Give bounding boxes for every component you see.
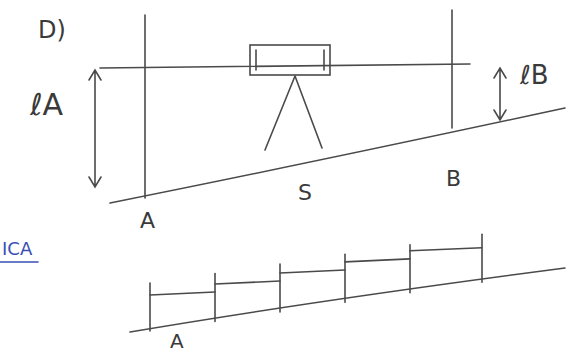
level-telescope	[250, 45, 330, 75]
sight-segment	[215, 281, 280, 284]
point-label: B	[446, 168, 461, 190]
level-detail	[255, 50, 257, 70]
level-detail	[323, 50, 325, 70]
heading-fragment: ICA	[2, 240, 32, 258]
underline	[0, 261, 38, 263]
staff-b	[451, 10, 453, 128]
staff	[214, 273, 216, 321]
point-label: A	[140, 210, 155, 232]
station-label: S	[298, 182, 312, 204]
sight-segment	[345, 259, 410, 262]
staff-a	[144, 15, 146, 198]
dimension-label: ℓA	[30, 90, 63, 120]
staff	[409, 245, 411, 293]
figure-letter: D)	[38, 18, 66, 42]
staff-series	[150, 234, 482, 331]
staff	[149, 283, 151, 331]
point-label: A	[170, 331, 184, 351]
sight-segment	[150, 292, 215, 295]
staff	[481, 234, 483, 282]
dimension-lb	[494, 68, 506, 120]
sight-segment	[410, 248, 482, 251]
ground-line	[110, 108, 565, 203]
sight-segment	[280, 270, 345, 273]
staff	[279, 264, 281, 312]
line-of-sight	[100, 64, 470, 68]
ground-line	[130, 268, 565, 332]
dimension-la	[89, 70, 101, 187]
dimension-label: ℓB	[520, 62, 549, 88]
tripod	[265, 76, 322, 150]
